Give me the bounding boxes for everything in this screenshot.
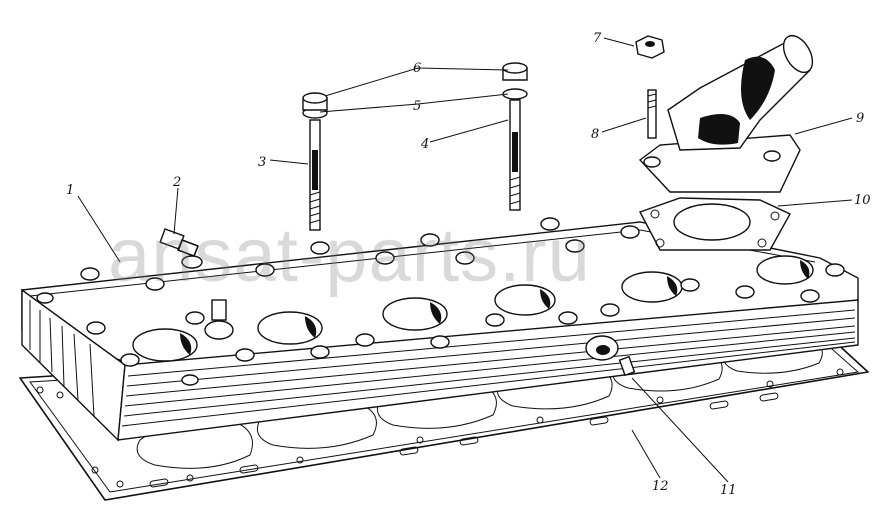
- callout-3: 3: [258, 155, 266, 170]
- callout-11: 11: [720, 483, 737, 498]
- stud-short: [502, 62, 528, 211]
- outlet-stud: [647, 89, 657, 139]
- temperature-sensor: [159, 228, 203, 269]
- stud-long: [302, 92, 328, 231]
- water-outlet-pipe: [638, 34, 814, 193]
- callout-12: 12: [652, 479, 669, 494]
- callout-10: 10: [854, 193, 871, 208]
- cylinder-head: [21, 217, 859, 442]
- outlet-gasket: [639, 197, 791, 251]
- leader-lines: [77, 37, 853, 483]
- callout-7: 7: [593, 31, 602, 46]
- callout-1: 1: [66, 183, 74, 198]
- callout-5: 5: [413, 99, 421, 114]
- callout-2: 2: [172, 175, 181, 190]
- callout-8: 8: [591, 127, 599, 142]
- callout-9: 9: [856, 111, 864, 126]
- nut: [635, 35, 665, 59]
- callout-4: 4: [420, 137, 429, 152]
- callout-labels: 1 2 3 4 5 6 7 8 9 10 11 12: [66, 31, 871, 498]
- callout-6: 6: [413, 61, 421, 76]
